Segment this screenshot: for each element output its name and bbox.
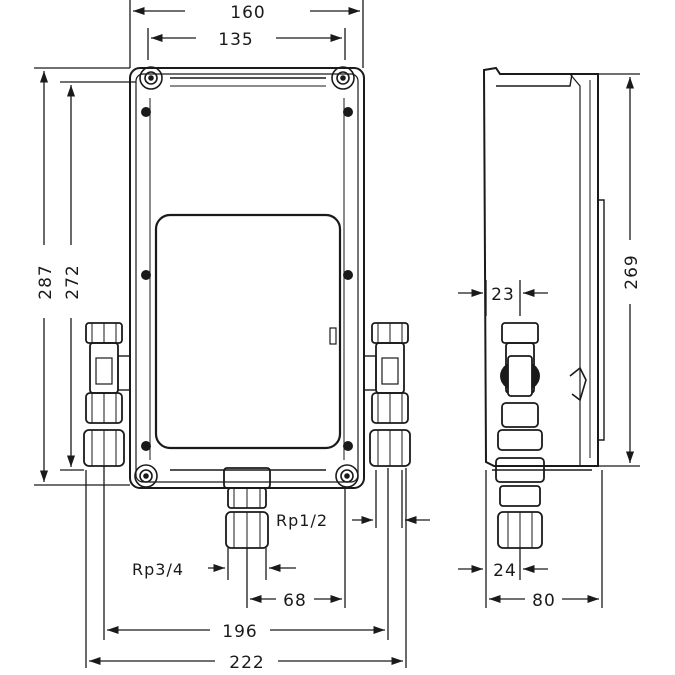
dim-side-depth: 80	[532, 591, 556, 611]
dimension-labels: 160 135 287 272 Rp1/2 Rp3/4 68 196 222 2…	[36, 3, 642, 673]
mounting-lug-bottom-left	[134, 464, 158, 488]
bottom-outlet	[223, 467, 271, 549]
dim-width-outer: 160	[230, 3, 265, 23]
dim-thread-outlet: Rp1/2	[276, 511, 328, 530]
dim-inlet-spacing: 68	[283, 591, 307, 611]
left-valve	[83, 322, 131, 467]
dimension-lines	[34, 0, 640, 668]
dim-height-inner: 272	[63, 264, 83, 299]
mounting-lug-top-right	[331, 66, 355, 90]
side-valve	[495, 322, 545, 549]
mounting-lug-bottom-right	[335, 464, 359, 488]
screws	[141, 107, 353, 451]
housing	[129, 67, 365, 489]
dim-side-offset-top: 23	[491, 285, 515, 305]
side-housing	[482, 66, 605, 471]
dim-connection-width: 196	[222, 622, 257, 642]
dim-total-width: 222	[229, 653, 264, 673]
dim-thread-inlet: Rp3/4	[132, 560, 184, 579]
right-valve	[363, 322, 411, 467]
mounting-lug-top-left	[139, 66, 163, 90]
front-view	[83, 66, 411, 549]
dim-side-offset-bottom: 24	[493, 561, 517, 581]
dim-width-inner: 135	[218, 30, 253, 50]
dim-side-height: 269	[622, 254, 642, 289]
dim-height-outer: 287	[36, 264, 56, 299]
side-view	[482, 66, 605, 549]
